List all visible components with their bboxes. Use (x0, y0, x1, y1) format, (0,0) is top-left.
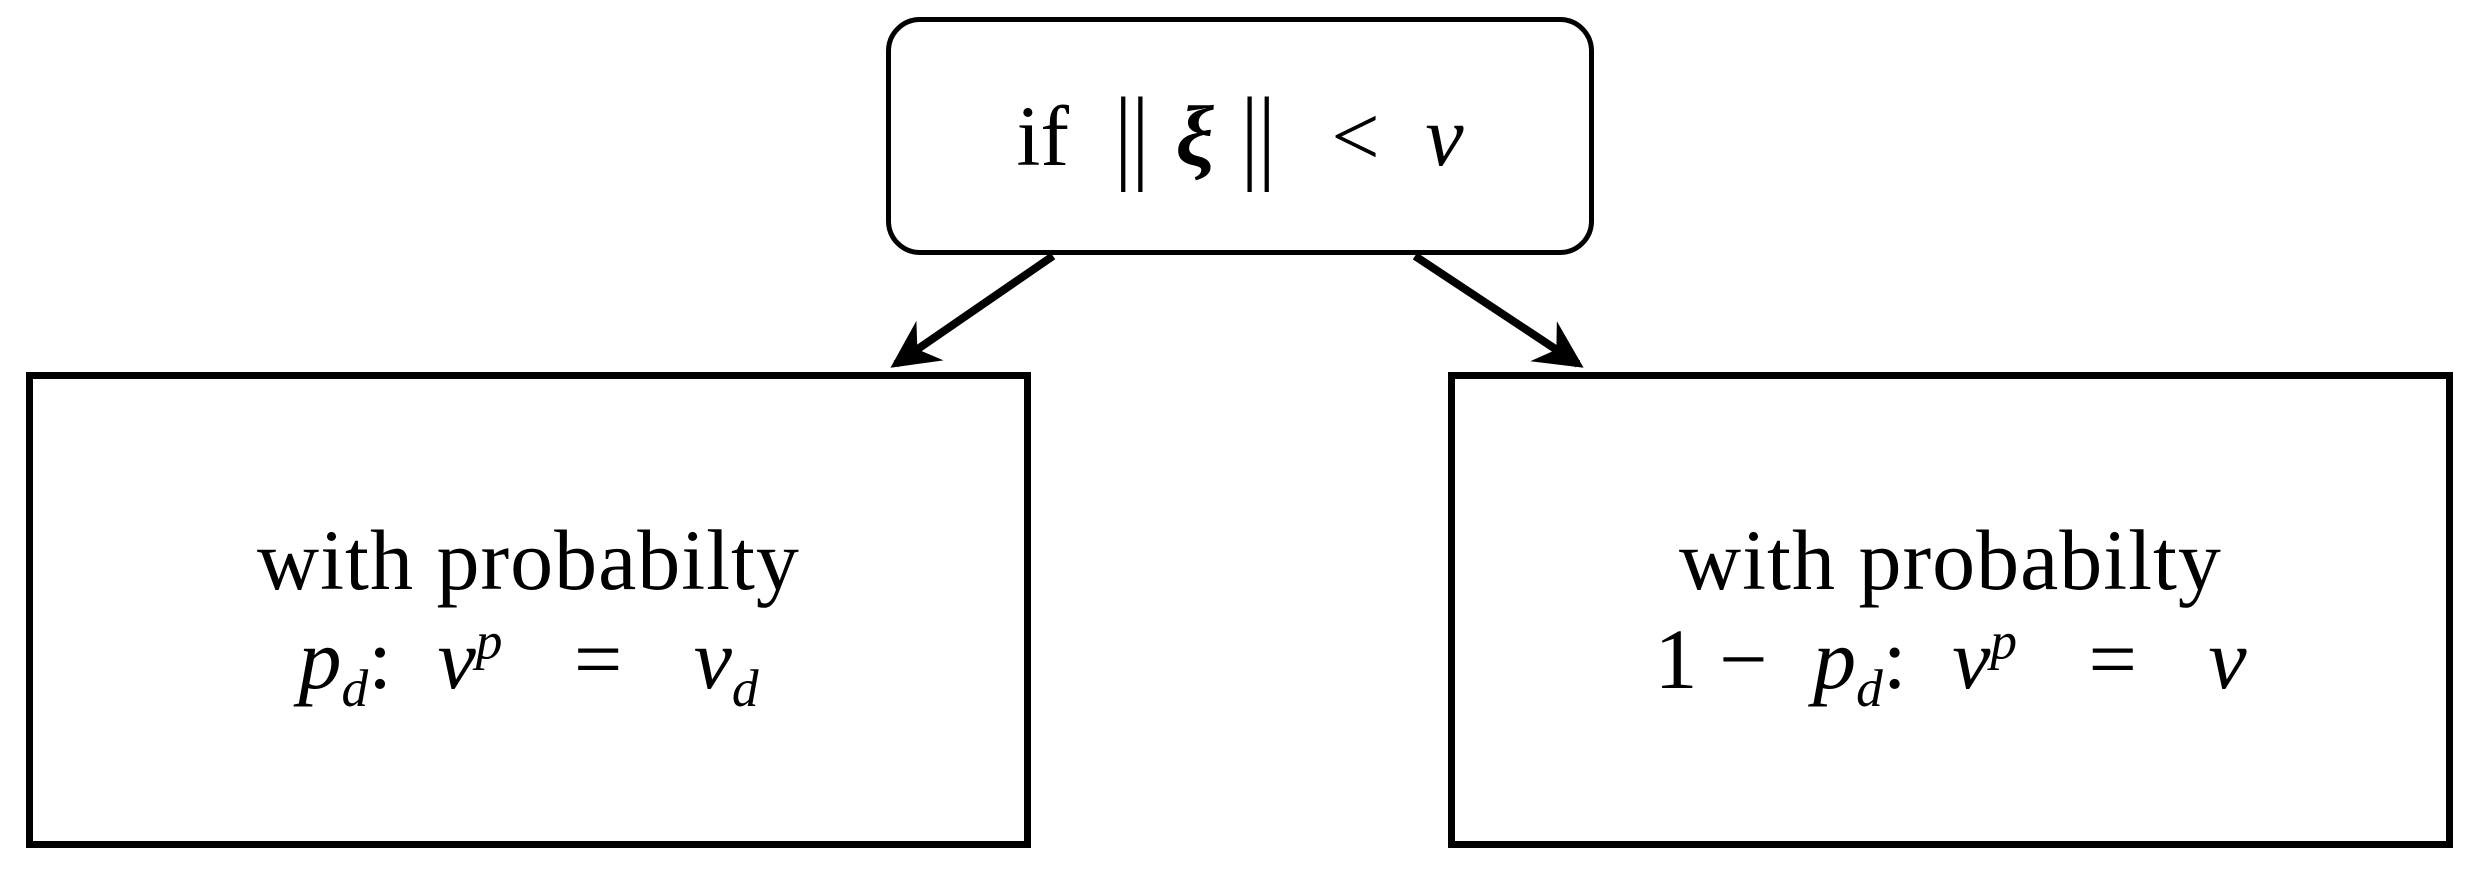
perturbed-velocity-superscript: p (1990, 610, 2018, 671)
probability-subscript: d (341, 658, 369, 719)
perturbed-velocity-superscript: p (475, 610, 503, 671)
probability-subscript: d (1856, 658, 1883, 719)
edge-condition-to-right-arrow (1412, 252, 1584, 368)
edge-condition-to-left-arrow (890, 252, 1056, 368)
threshold-variable: v (1425, 87, 1464, 184)
left-branch-caption: with probabilty (257, 512, 800, 609)
perturbed-velocity-variable: v (1952, 611, 1991, 707)
one-minus-prefix: 1 − (1654, 611, 1768, 707)
colon: : (1882, 611, 1907, 707)
result-variable: v (2208, 611, 2247, 707)
right-branch-formula: 1 − pd: vp = v (1654, 610, 2247, 715)
colon: : (368, 611, 393, 707)
equals-sign: = (573, 611, 623, 707)
equals-sign: = (2088, 611, 2137, 707)
left-branch-node: with probabilty pd: vp = vd (26, 372, 1031, 848)
perturbed-velocity-variable: v (437, 611, 476, 707)
result-subscript: d (731, 658, 759, 719)
if-keyword: if (1016, 87, 1069, 184)
norm-close-bars: || (1240, 75, 1276, 193)
left-branch-formula: pd: vp = vd (298, 610, 758, 715)
condition-formula: if || ξ || < v (1016, 75, 1464, 192)
probability-variable: p (1813, 611, 1857, 707)
condition-node: if || ξ || < v (886, 17, 1594, 255)
probability-variable: p (298, 611, 342, 707)
less-than-sign: < (1331, 87, 1380, 184)
right-branch-caption: with probabilty (1679, 512, 2222, 609)
xi-symbol: ξ (1175, 87, 1215, 184)
right-branch-node: with probabilty 1 − pd: vp = v (1448, 372, 2453, 848)
norm-open-bars: || (1114, 75, 1149, 193)
result-variable: v (693, 611, 732, 707)
